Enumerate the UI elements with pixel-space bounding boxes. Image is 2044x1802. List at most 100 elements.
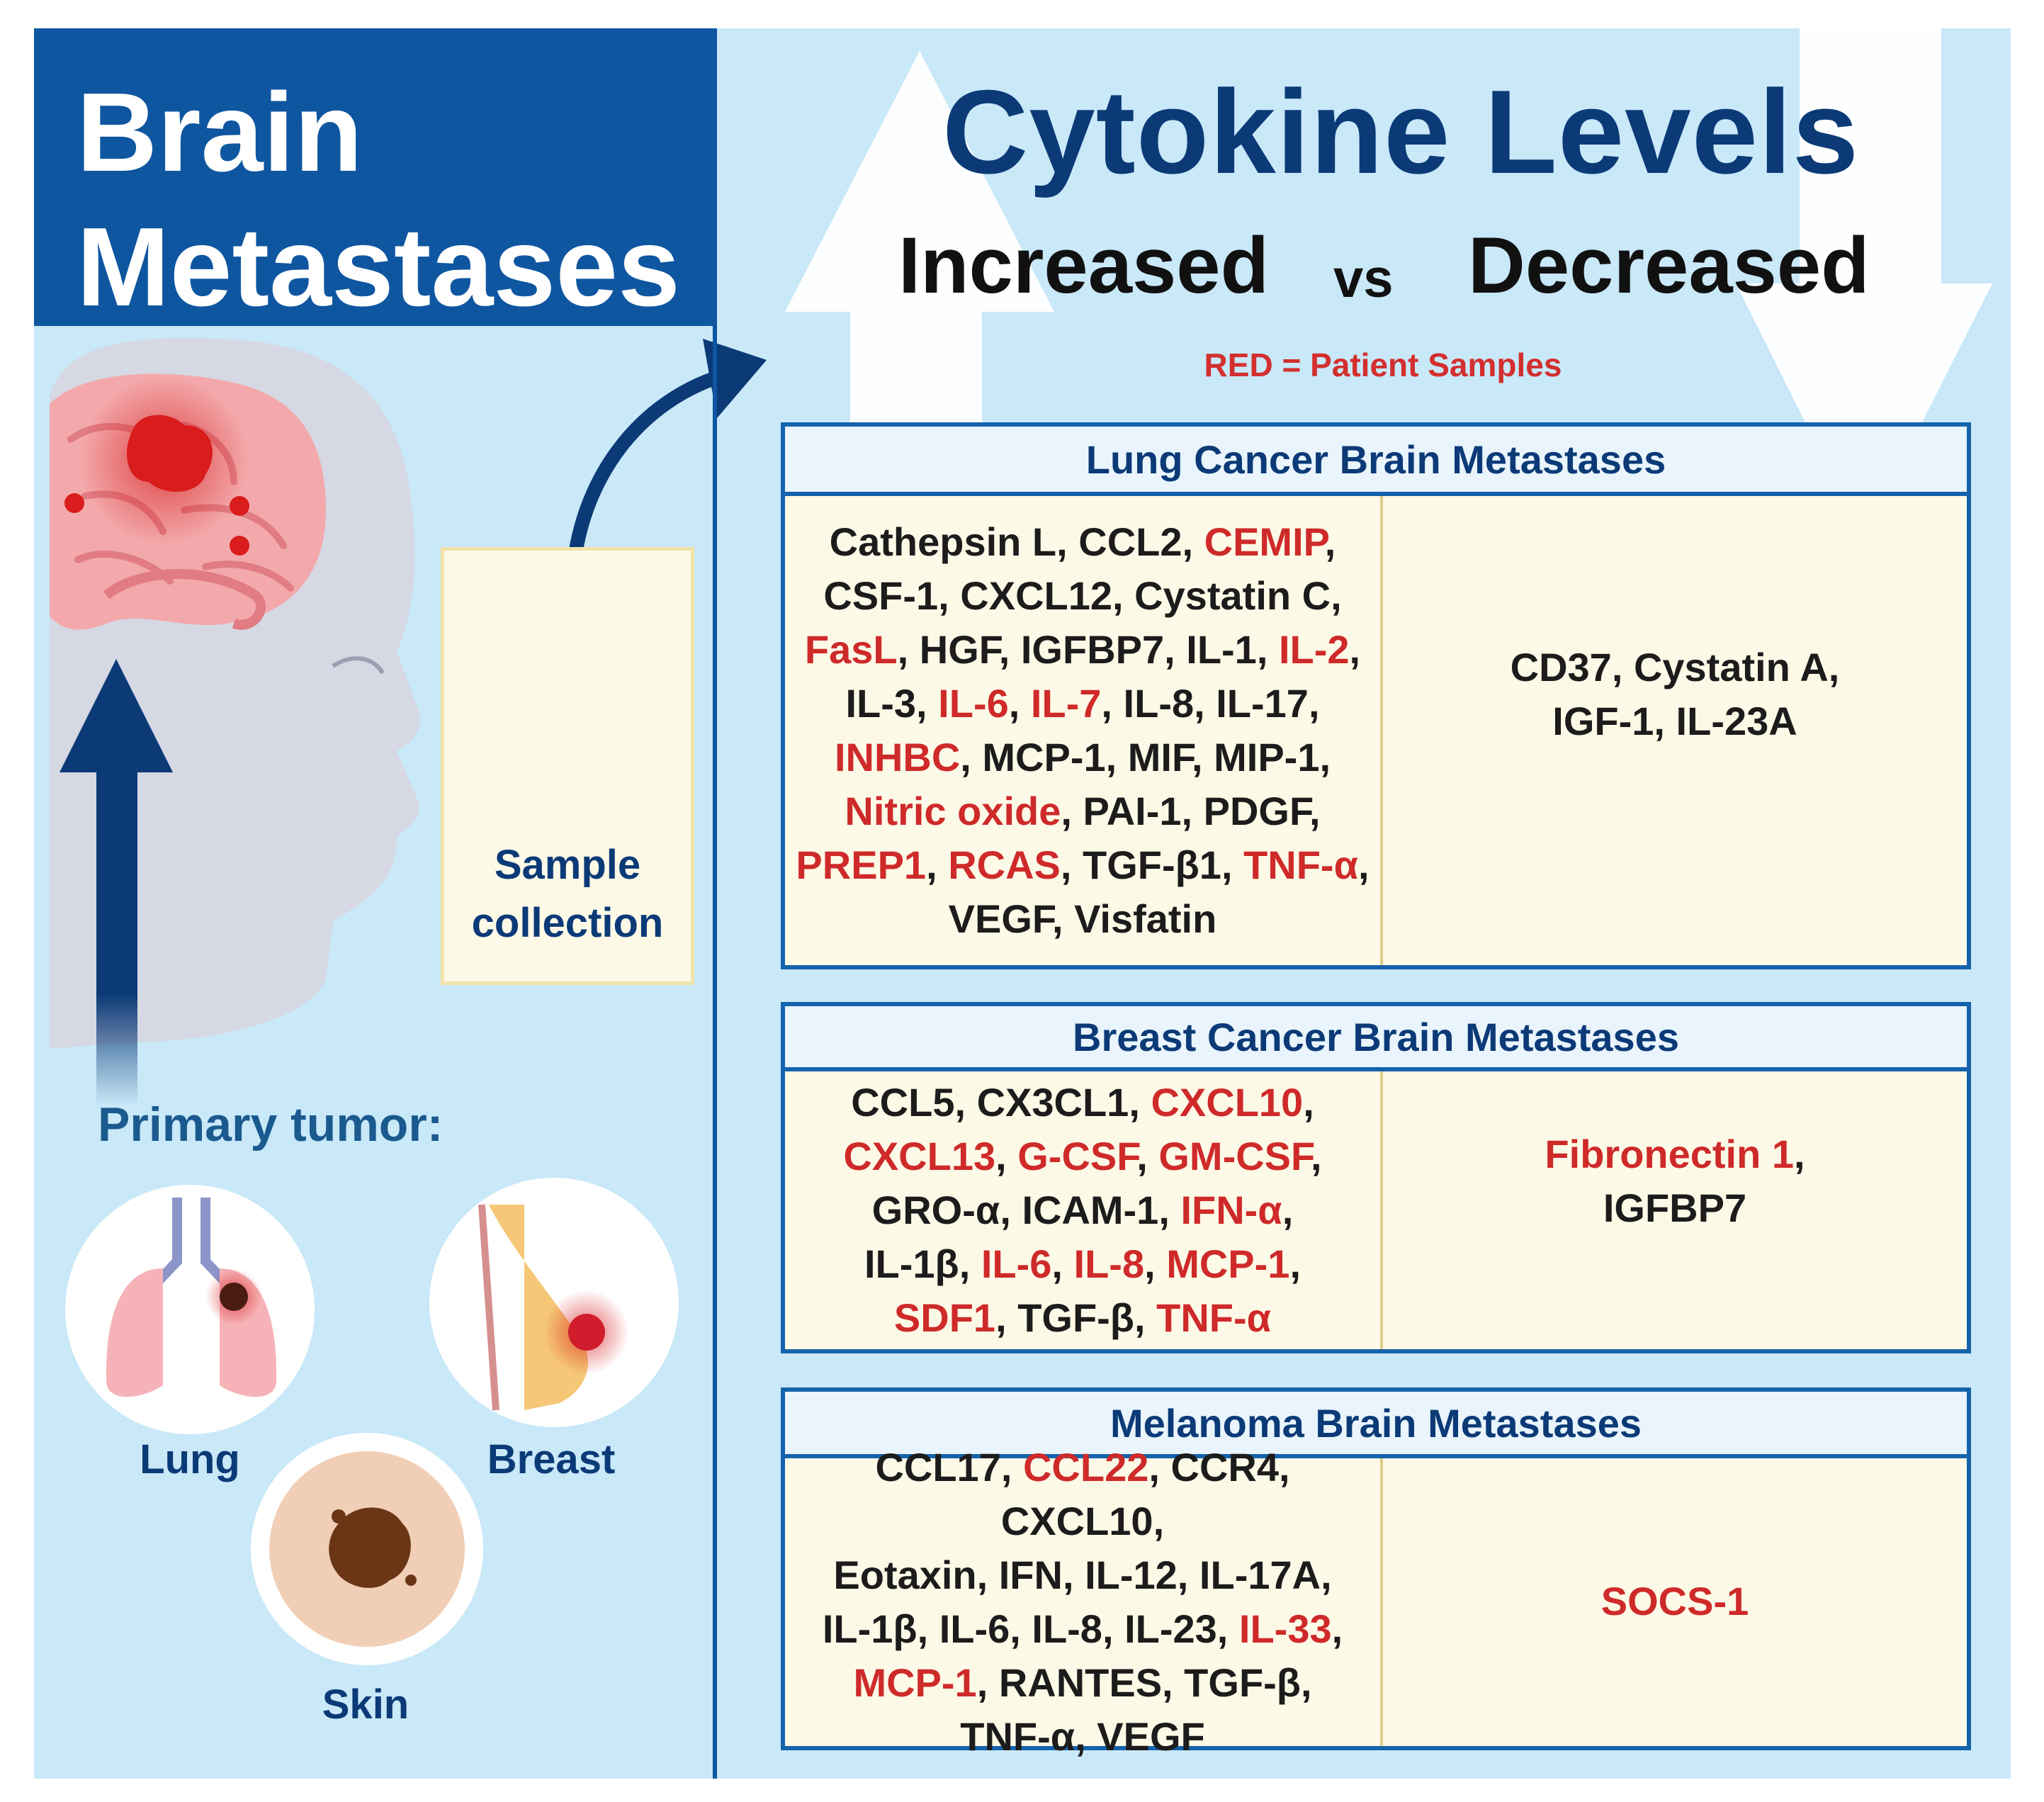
cytokine-item: TNF-α <box>960 1714 1075 1759</box>
cytokine-item: IL-7 <box>1030 681 1102 726</box>
skin-illustration <box>251 1433 483 1665</box>
cytokine-item: Visfatin <box>1074 896 1217 941</box>
cytokine-item: CEMIP <box>1204 519 1325 564</box>
cytokine-item: Eotaxin <box>833 1553 977 1597</box>
page-title: Brain Metastases <box>77 65 680 334</box>
cytokine-item: CCL5 <box>851 1080 955 1125</box>
cytokine-item: ICAM-1 <box>1022 1188 1159 1232</box>
cytokine-item: Cystatin A <box>1633 645 1829 689</box>
cytokine-item: IGFBP7 <box>1603 1186 1747 1230</box>
title-line-1: Brain <box>77 70 363 195</box>
breast-illustration <box>429 1178 679 1427</box>
cytokine-item: TGF-β <box>1017 1295 1134 1340</box>
cytokine-item: IFN-α <box>1180 1188 1282 1232</box>
cytokine-item: PAI-1 <box>1083 789 1182 833</box>
primary-to-brain-arrow-icon <box>60 659 173 1105</box>
lung-decreased-cell: CD37, Cystatin A, IGF-1, IL-23A <box>1383 496 1967 893</box>
breast-panel: Breast Cancer Brain Metastases CCL5, CX3… <box>781 1002 1971 1353</box>
cytokine-item: MCP-1 <box>982 735 1106 779</box>
lung-panel: Lung Cancer Brain Metastases Cathepsin L… <box>781 422 1971 969</box>
head-illustration <box>50 337 420 1049</box>
cytokine-item: Nitric oxide <box>845 789 1061 833</box>
cytokine-item: G-CSF <box>1017 1134 1137 1178</box>
cytokine-item: IL-23A <box>1676 699 1797 743</box>
breast-label: Breast <box>487 1436 616 1482</box>
breast-panel-header: Breast Cancer Brain Metastases <box>785 1006 1967 1071</box>
cytokine-item: Cathepsin L <box>829 519 1057 564</box>
cytokine-item: TGF-β1 <box>1083 843 1221 887</box>
cytokine-item: SDF1 <box>893 1295 996 1340</box>
cytokine-item: IL-23 <box>1124 1606 1217 1651</box>
cytokine-item: IL-8 <box>1123 681 1195 726</box>
cytokine-item: MIF <box>1127 735 1192 779</box>
cytokine-item: TGF-β <box>1184 1660 1301 1705</box>
cytokine-item: Fibronectin 1 <box>1545 1132 1795 1176</box>
cytokine-item: PREP1 <box>796 843 927 887</box>
breast-decreased-cell: Fibronectin 1, IGFBP7 <box>1383 1071 1967 1291</box>
cytokine-item: CCR4 <box>1170 1445 1279 1490</box>
breast-decreased-list: Fibronectin 1, IGFBP7 <box>1545 1132 1805 1230</box>
cytokine-item: IGFBP7 <box>1020 627 1165 672</box>
cytokine-item: CD37 <box>1510 645 1612 689</box>
cytokine-item: CCL17 <box>875 1445 1001 1490</box>
cytokine-item: MIP-1 <box>1214 735 1320 779</box>
cytokine-item: VEGF <box>1097 1714 1205 1759</box>
cytokine-item: FasL <box>804 627 898 672</box>
cytokine-item: IL-6 <box>981 1241 1052 1286</box>
lung-panel-header: Lung Cancer Brain Metastases <box>785 427 1967 496</box>
cytokine-item: IL-1β <box>822 1606 917 1651</box>
melanoma-decreased-list: SOCS-1 <box>1601 1575 1749 1628</box>
cytokine-item: IL-3 <box>845 681 917 726</box>
cytokine-item: IL-12 <box>1085 1553 1178 1597</box>
up-arrow-icon <box>785 51 1054 510</box>
melanoma-decreased-cell: SOCS-1 <box>1383 1458 1967 1745</box>
lung-decreased-list: CD37, Cystatin A, IGF-1, IL-23A <box>1510 645 1840 743</box>
cytokine-item: IL-2 <box>1278 627 1350 672</box>
cytokine-item: MCP-1 <box>1166 1241 1290 1286</box>
melanoma-increased-list: CCL17, CCL22, CCR4, CXCL10, Eotaxin, IFN… <box>822 1445 1343 1759</box>
lung-increased-cell: Cathepsin L, CCL2, CEMIP, CSF-1, CXCL12,… <box>785 496 1380 965</box>
lung-panel-column-divider <box>1380 496 1383 965</box>
cytokine-item: SOCS-1 <box>1600 1579 1749 1623</box>
cytokine-item: CXCL12 <box>960 573 1113 618</box>
cytokine-item: IL-17 <box>1216 681 1309 726</box>
cytokine-item: IL-8 <box>1073 1241 1145 1286</box>
cytokine-item: TNF-α <box>1156 1295 1272 1340</box>
cytokine-item: IL-8 <box>1032 1606 1102 1651</box>
skin-label: Skin <box>322 1682 410 1728</box>
melanoma-panel-column-divider <box>1380 1458 1383 1746</box>
cytokine-item: INHBC <box>834 735 961 779</box>
sample-collection-box <box>441 547 694 985</box>
cytokine-item: IL-17A <box>1199 1553 1321 1597</box>
cytokine-item: VEGF <box>948 896 1052 941</box>
breast-increased-list: CCL5, CX3CL1, CXCL10, CXCL13, G-CSF, GM-… <box>843 1080 1322 1340</box>
cytokine-item: GRO-α <box>871 1188 1000 1232</box>
cytokine-item: Cystatin C <box>1134 573 1331 618</box>
cytokine-item: HGF <box>919 627 999 672</box>
cytokine-item: IL-33 <box>1238 1606 1332 1651</box>
cytokine-item: RANTES <box>998 1660 1163 1705</box>
cytokine-item: IL-6 <box>938 681 1009 726</box>
increased-heading: Increased <box>898 221 1269 310</box>
title-banner <box>34 28 714 326</box>
cytokine-item: IFN <box>998 1553 1063 1597</box>
cytokine-item: CCL22 <box>1022 1445 1149 1490</box>
lung-illustration <box>65 1185 315 1434</box>
red-legend-note: RED = Patient Samples <box>1204 347 1562 383</box>
cytokine-item: CSF-1 <box>823 573 939 618</box>
cytokine-levels-title: Cytokine Levels <box>942 65 1860 198</box>
primary-tumor-label: Primary tumor: <box>98 1098 444 1151</box>
cytokine-item: PDGF <box>1203 789 1309 833</box>
melanoma-panel: Melanoma Brain Metastases CCL17, CCL22, … <box>781 1387 1971 1759</box>
cytokine-item: RCAS <box>948 843 1061 887</box>
cytokine-item: IL-6 <box>939 1606 1010 1651</box>
sample-collection-label: Sample collection <box>441 836 694 952</box>
lung-label: Lung <box>140 1436 240 1482</box>
cytokine-item: CCL2 <box>1078 519 1182 564</box>
breast-increased-cell: CCL5, CX3CL1, CXCL10, CXCL13, G-CSF, GM-… <box>785 1071 1380 1349</box>
cytokine-item: TNF-α <box>1243 843 1359 887</box>
melanoma-increased-cell: CCL17, CCL22, CCR4, CXCL10, Eotaxin, IFN… <box>785 1445 1380 1759</box>
section-divider <box>713 28 717 1779</box>
sample-label-line-1: Sample <box>494 842 641 888</box>
breast-panel-column-divider <box>1380 1071 1383 1349</box>
